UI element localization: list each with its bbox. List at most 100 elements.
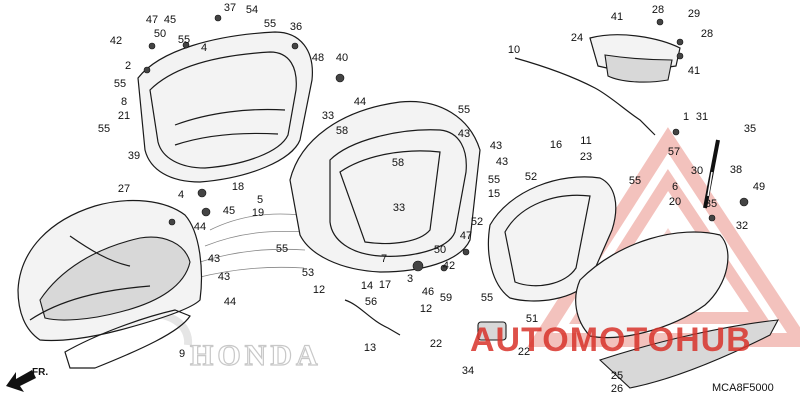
callout-33b: 33 <box>393 202 405 214</box>
callout-layer: 47 45 37 54 50 55 42 55 36 4 2 48 40 55 … <box>98 2 765 395</box>
release-cable <box>514 57 656 136</box>
callout-28a: 28 <box>652 4 664 16</box>
lower-garnish <box>598 319 779 389</box>
callout-33a: 33 <box>322 110 334 122</box>
callout-55c: 55 <box>114 78 126 90</box>
callout-44a: 44 <box>194 221 206 233</box>
callout-39: 39 <box>128 150 140 162</box>
callout-59: 59 <box>440 292 452 304</box>
callout-12b: 12 <box>420 303 432 315</box>
callout-43c: 43 <box>458 128 470 140</box>
callout-30: 30 <box>691 165 703 177</box>
callout-38: 38 <box>730 164 742 176</box>
callout-13: 13 <box>364 342 376 354</box>
front-arrow-icon <box>6 370 36 392</box>
callout-21: 21 <box>118 110 130 122</box>
callout-42b: 42 <box>443 260 455 272</box>
callout-55f: 55 <box>458 104 470 116</box>
callout-51: 51 <box>526 313 538 325</box>
callout-54: 54 <box>246 4 258 16</box>
callout-48: 48 <box>312 52 324 64</box>
callout-34: 34 <box>462 365 474 377</box>
right-saddlebag-lid <box>575 231 729 339</box>
callout-35b: 35 <box>705 198 717 210</box>
callout-44b: 44 <box>224 296 236 308</box>
callout-24: 24 <box>571 32 583 44</box>
callout-40: 40 <box>336 52 348 64</box>
callout-55d: 55 <box>98 123 110 135</box>
honda-brand-text: HONDA <box>190 339 322 372</box>
callout-58b: 58 <box>392 157 404 169</box>
callout-8: 8 <box>121 96 127 108</box>
callout-36: 36 <box>290 21 302 33</box>
left-inner-case <box>137 31 313 183</box>
callout-11: 11 <box>580 135 591 147</box>
callout-55h: 55 <box>629 175 641 187</box>
callout-14: 14 <box>361 280 373 292</box>
callout-22a: 22 <box>430 338 442 350</box>
callout-32: 32 <box>736 220 748 232</box>
callout-43b: 43 <box>218 271 230 283</box>
callout-45b: 45 <box>223 205 235 217</box>
callout-5: 5 <box>257 194 263 206</box>
watermark-text: AUTOMOTOHUB <box>470 321 752 359</box>
callout-37: 37 <box>224 2 236 14</box>
callout-43e: 43 <box>496 156 508 168</box>
callout-7: 7 <box>381 253 387 265</box>
callout-41a: 41 <box>611 11 623 23</box>
callout-47b: 47 <box>460 230 472 242</box>
callout-43a: 43 <box>208 253 220 265</box>
callout-47a: 47 <box>146 14 158 26</box>
callout-55e: 55 <box>276 243 288 255</box>
left-saddlebag-lid <box>17 199 203 342</box>
callout-58a: 58 <box>336 125 348 137</box>
callout-4b: 4 <box>178 189 184 201</box>
callout-15: 15 <box>488 188 500 200</box>
callout-53: 53 <box>302 267 314 279</box>
callout-9: 9 <box>179 348 185 360</box>
callout-50b: 50 <box>434 244 446 256</box>
callout-55i: 55 <box>481 292 493 304</box>
callout-22b: 22 <box>518 346 530 358</box>
right-inner-case <box>487 176 617 302</box>
callout-1: 1 <box>683 111 689 123</box>
diagram-code: MCA8F5000 <box>712 382 774 394</box>
callout-29: 29 <box>688 8 700 20</box>
latch-block <box>477 321 507 341</box>
callout-17: 17 <box>379 279 391 291</box>
callout-35a: 35 <box>744 123 756 135</box>
callout-52a: 52 <box>525 171 537 183</box>
fasteners <box>143 14 749 272</box>
callout-57: 57 <box>668 146 680 158</box>
callout-6: 6 <box>672 181 678 193</box>
front-direction-label: FR. <box>32 367 48 378</box>
callout-19: 19 <box>252 207 264 219</box>
lid-seal <box>64 309 191 369</box>
callout-28b: 28 <box>701 28 713 40</box>
callout-4a: 4 <box>201 42 207 54</box>
callout-31: 31 <box>696 111 708 123</box>
callout-16: 16 <box>550 139 562 151</box>
callout-55b: 55 <box>264 18 276 30</box>
callout-56: 56 <box>365 296 377 308</box>
callout-42a: 42 <box>110 35 122 47</box>
callout-45a: 45 <box>164 14 176 26</box>
callout-43d: 43 <box>490 140 502 152</box>
top-rail <box>589 34 681 83</box>
callout-50a: 50 <box>154 28 166 40</box>
middle-case <box>289 100 481 273</box>
callout-18: 18 <box>232 181 244 193</box>
gas-strut <box>703 139 720 209</box>
callout-10: 10 <box>508 44 520 56</box>
lid-cable <box>344 299 401 336</box>
callout-2: 2 <box>125 60 131 72</box>
callout-25: 25 <box>611 370 623 382</box>
callout-46: 46 <box>422 286 434 298</box>
callout-41b: 41 <box>688 65 700 77</box>
callout-12a: 12 <box>313 284 325 296</box>
callout-3: 3 <box>407 273 413 285</box>
callout-27: 27 <box>118 183 130 195</box>
callout-26: 26 <box>611 383 623 395</box>
callout-23: 23 <box>580 151 592 163</box>
callout-52b: 52 <box>471 216 483 228</box>
